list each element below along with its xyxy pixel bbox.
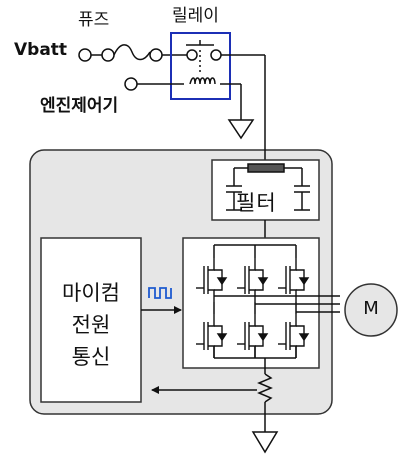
- pwm-signal-icon: [148, 287, 172, 299]
- engine-control-label: 엔진제어기: [40, 96, 119, 116]
- mcu-label-line3: 통신: [71, 345, 111, 369]
- mcu-box: [40, 237, 142, 403]
- relay-box: [170, 32, 231, 100]
- mosfet-array: [196, 258, 310, 358]
- shunt-sense: [151, 358, 279, 454]
- filter-label: 필터: [236, 191, 277, 215]
- vbatt-label: Vbatt: [14, 40, 68, 60]
- mcu-label-line1: 마이컴: [62, 281, 120, 305]
- relay-internals: [186, 40, 222, 85]
- filter-components: [226, 163, 310, 211]
- mosfet-low-2: [237, 314, 269, 358]
- fuse-label: 퓨즈: [78, 10, 110, 30]
- mcu-label-line2: 전원: [71, 313, 111, 337]
- relay-label: 릴레이: [172, 6, 219, 26]
- vbatt-fuse-line: [78, 44, 188, 62]
- mosfet-high-2: [237, 258, 269, 302]
- mosfet-low-1: [196, 314, 228, 358]
- supply-line: [221, 54, 266, 168]
- motor-symbol: [344, 283, 398, 337]
- mosfet-high-3: [278, 258, 310, 302]
- mosfet-low-3: [278, 314, 310, 358]
- motor-label: M: [363, 298, 379, 319]
- engine-control-line: [124, 77, 255, 140]
- mosfet-high-1: [196, 258, 228, 302]
